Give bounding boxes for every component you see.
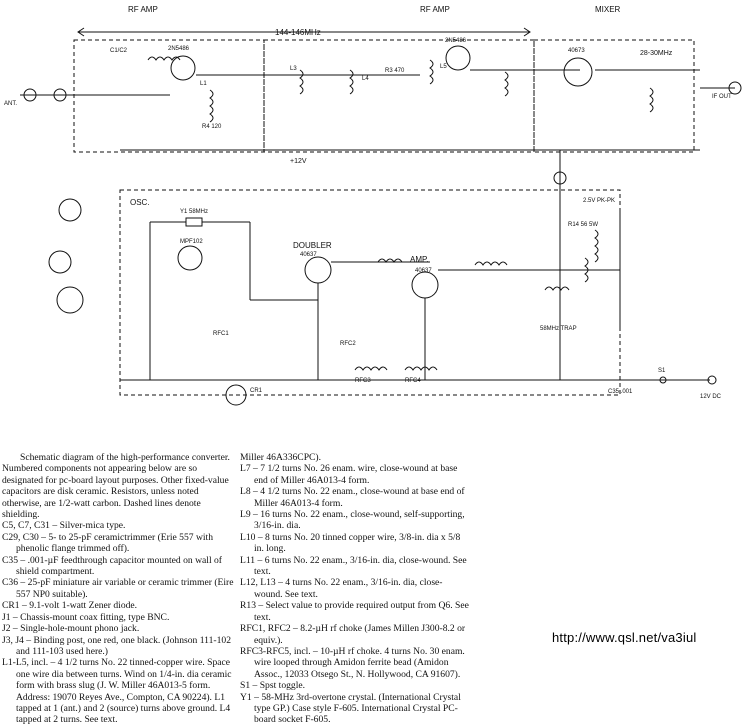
crystal-y1 — [185, 217, 203, 227]
label-r3: R3 470 — [385, 68, 405, 74]
shield-oscillator — [119, 189, 621, 396]
note-item: L1-L5, incl. – 4 1/2 turns No. 22 tinned… — [2, 657, 232, 726]
shield-rf-amp-2 — [263, 39, 535, 153]
transistor-q1 — [170, 55, 196, 81]
transistor-q3 — [563, 57, 593, 87]
note-item: J2 – Single-hole-mount phono jack. — [2, 623, 140, 635]
notes-right-column: Miller 46A336CPC). L7 – 7 1/2 turns No. … — [240, 452, 470, 726]
label-trap: 58MHz TRAP — [540, 326, 577, 332]
label-q2: 2N5486 — [445, 38, 467, 44]
label-amp: AMP. — [410, 255, 429, 264]
note-item: RFC3-RFC5, incl. – 10-µH rf choke. 4 tur… — [240, 645, 465, 680]
label-l3: L3 — [290, 66, 297, 72]
notes-left-column: Schematic diagram of the high-performanc… — [2, 452, 234, 726]
note-item: L9 – 16 turns No. 22 enam., close-wound,… — [240, 509, 465, 532]
label-rf-amp-1: RF AMP — [128, 5, 158, 14]
label-12vdc: 12V DC — [700, 394, 722, 400]
note-item: C36 – 25-pF miniature air variable or ce… — [2, 577, 234, 600]
note-item: L12, L13 – 4 turns No. 22 enam., 3/16-in… — [240, 577, 443, 600]
connector-j1 — [23, 88, 37, 102]
label-doubler: DOUBLER — [293, 241, 332, 250]
label-trap-level: 2.5V PK-PK — [583, 198, 615, 204]
connector-j1b — [53, 88, 67, 102]
label-c1: C1/C2 — [110, 48, 128, 54]
label-rfc2: RFC2 — [340, 341, 356, 347]
note-item: RFC1, RFC2 – 8.2-µH rf choke (James Mill… — [240, 623, 466, 646]
note-item: Miller 46A336CPC). — [240, 452, 322, 463]
label-rfc3: RFC3 — [355, 378, 371, 384]
label-s1: S1 — [658, 368, 666, 374]
pinout-q5-q6 — [48, 250, 72, 274]
label-r14: R14 56 5W — [568, 222, 598, 228]
transistor-q5 — [304, 256, 332, 284]
label-q6: 40637 — [415, 268, 432, 274]
transistor-q6 — [411, 271, 439, 299]
label-q1: 2N5486 — [168, 46, 190, 52]
switch-s1[interactable] — [659, 376, 667, 384]
note-item: J1 – Chassis-mount coax fitting, type BN… — [2, 611, 170, 623]
zener-cr1 — [225, 384, 247, 406]
note-item: S1 – Spst toggle. — [240, 680, 306, 692]
label-q3: 40673 — [568, 48, 585, 54]
label-y1: Y1 58MHz — [180, 209, 208, 215]
label-l1: L1 — [200, 81, 207, 87]
note-item: J3, J4 – Binding post, one red, one blac… — [2, 634, 231, 657]
label-mixer: MIXER — [595, 5, 621, 14]
caption-lead: Schematic diagram of the high-performanc… — [2, 452, 230, 521]
label-l5: L5 — [440, 64, 447, 70]
transistor-q2 — [445, 45, 471, 71]
label-if-out: IF OUT — [712, 94, 732, 100]
pinout-q3 — [56, 286, 84, 314]
label-r4: R4 120 — [202, 124, 222, 130]
label-rf-amp-2: RF AMP — [420, 5, 450, 14]
note-item: Y1 – 58-MHz 3rd-overtone crystal. (Inter… — [240, 691, 461, 726]
label-band-out: 28-30MHz — [640, 50, 673, 57]
label-c35: C35 .001 — [608, 389, 633, 395]
label-plus12: +12V — [290, 158, 307, 165]
feedthrough-c35 — [553, 171, 567, 185]
label-l4: L4 — [362, 76, 369, 82]
shield-mixer — [533, 39, 695, 153]
note-item: L11 – 6 turns No. 22 enam., 3/16-in. dia… — [240, 554, 467, 578]
note-item: L7 – 7 1/2 turns No. 26 enam. wire, clos… — [240, 463, 458, 486]
label-band-in: 144-146MHz — [275, 28, 321, 37]
label-rfc1: RFC1 — [213, 331, 229, 337]
note-item: L8 – 4 1/2 turns No. 22 enam., close-wou… — [240, 486, 465, 509]
label-rfc4: RFC4 — [405, 378, 421, 384]
connector-j2 — [728, 81, 742, 95]
source-url[interactable]: http://www.qsl.net/va3iul — [552, 630, 697, 645]
pinout-q1-q2-q4 — [58, 198, 82, 222]
label-q5: 40637 — [300, 252, 317, 258]
note-item: CR1 – 9.1-volt 1-watt Zener diode. — [2, 600, 138, 612]
note-item: R13 – Select value to provide required o… — [240, 600, 469, 623]
schematic-diagram: RF AMP RF AMP MIXER 144-146MHz 28-30MHz … — [4, 5, 742, 406]
label-ant: ANT. — [4, 101, 17, 107]
label-cr1: CR1 — [250, 388, 263, 394]
note-item: C35 – .001-µF feedthrough capacitor moun… — [2, 554, 223, 578]
note-item: L10 – 8 turns No. 20 tinned copper wire,… — [240, 531, 461, 555]
note-item: C5, C7, C31 – Silver-mica type. — [2, 520, 126, 532]
note-item: C29, C30 – 5- to 25-pF ceramictrimmer (E… — [2, 531, 214, 555]
label-q4: MPF102 — [180, 239, 203, 245]
label-osc: OSC. — [130, 198, 150, 207]
connector-j3 — [707, 375, 717, 385]
transistor-q4 — [177, 245, 203, 271]
